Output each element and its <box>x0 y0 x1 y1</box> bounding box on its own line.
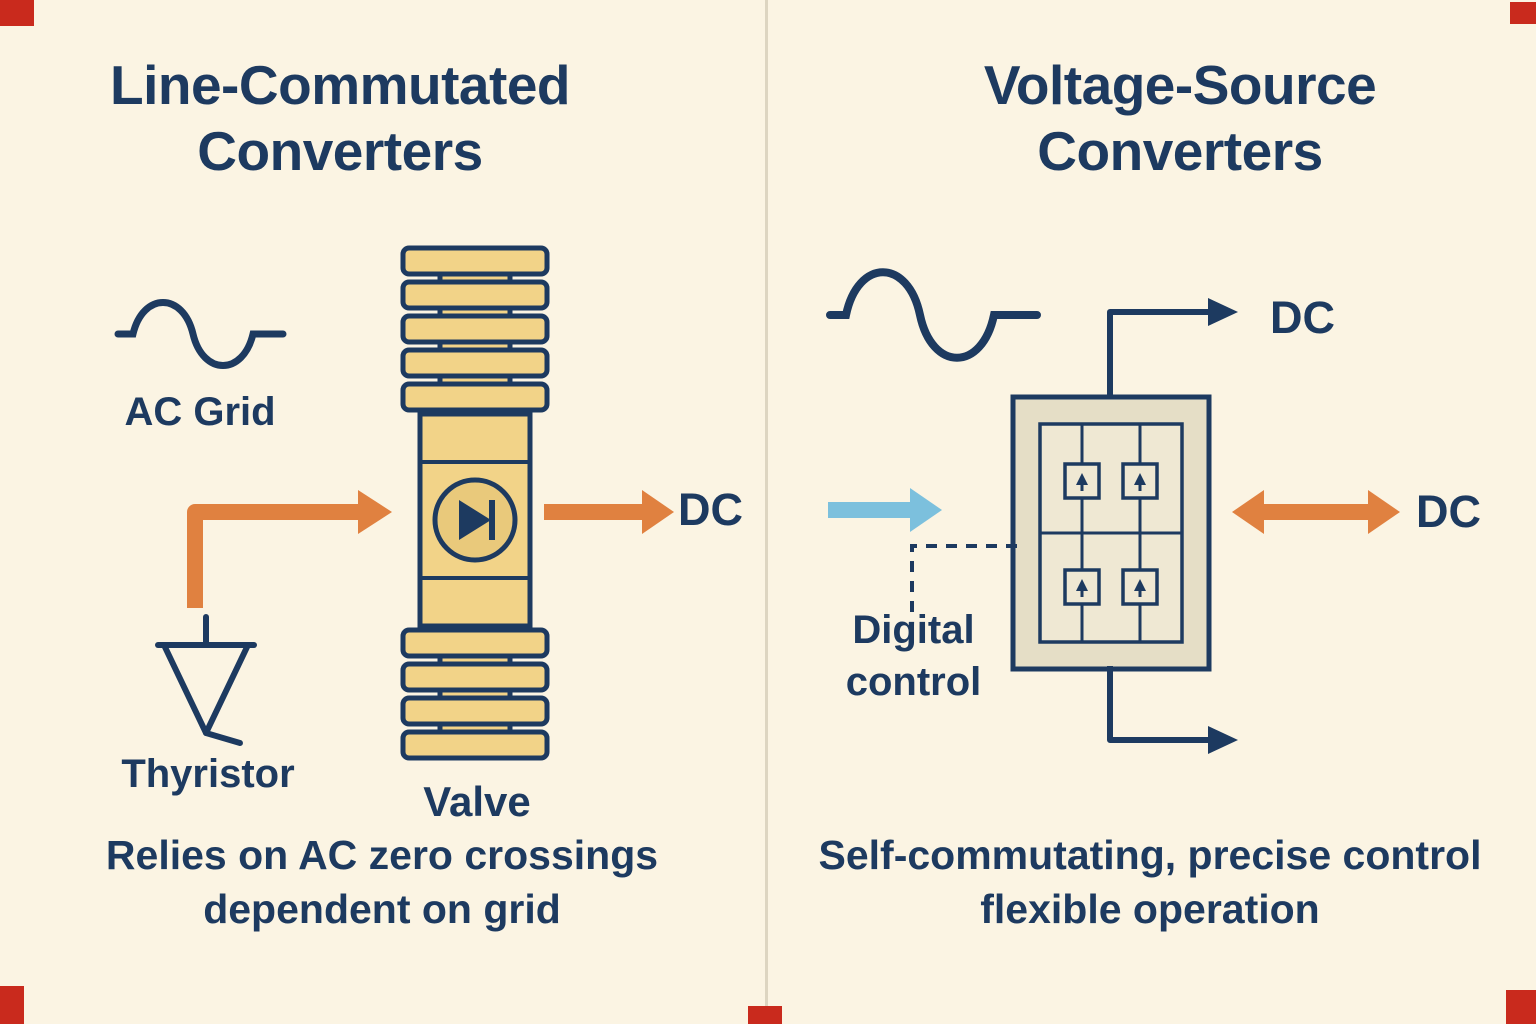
panel-divider <box>765 0 768 1024</box>
valve-stack-icon <box>400 245 550 761</box>
valve-label: Valve <box>423 778 531 825</box>
digital-control-dashed-line-icon <box>910 544 1018 612</box>
dc-top-path-icon <box>1107 298 1238 398</box>
digital-control-label-line1: Digital <box>852 608 975 652</box>
right-caption-line2: flexible operation <box>980 886 1320 933</box>
ac-input-arrow-icon <box>828 488 942 532</box>
digital-control-label: Digital control <box>826 604 1001 708</box>
digital-control-label-line2: control <box>845 660 982 704</box>
thyristor-symbol-icon <box>155 614 257 746</box>
left-panel-title: Line-Commutated Converters <box>50 52 630 184</box>
right-caption: Self-commutating, precise control flexib… <box>788 828 1512 936</box>
right-panel-title-line2: Converters <box>1037 120 1323 182</box>
right-panel-title: Voltage-Source Converters <box>872 52 1488 184</box>
ac-sine-wave-icon <box>826 268 1041 362</box>
right-caption-line1: Self-commutating, precise control <box>818 832 1482 878</box>
print-mark <box>0 986 24 1024</box>
right-dc-side-label: DC <box>1416 486 1481 537</box>
bidirectional-dc-arrow-icon <box>1232 490 1400 534</box>
left-panel-title-line2: Converters <box>197 120 483 182</box>
dc-output-arrow-icon <box>544 490 674 534</box>
print-mark <box>0 0 34 26</box>
print-mark <box>748 1006 782 1024</box>
left-dc-label: DC <box>678 484 743 535</box>
left-caption: Relies on AC zero crossings dependent on… <box>68 828 696 936</box>
left-caption-line2: dependent on grid <box>203 886 561 933</box>
right-panel-title-line1: Voltage-Source <box>983 54 1377 116</box>
right-dc-top-label: DC <box>1270 292 1335 343</box>
left-panel-title-line1: Line-Commutated <box>110 54 571 116</box>
thyristor-label: Thyristor <box>121 752 295 796</box>
vsc-converter-box-icon <box>1010 394 1212 672</box>
ac-grid-label: AC Grid <box>124 390 276 434</box>
dc-bottom-path-icon <box>1107 666 1238 754</box>
ac-input-arrow-icon <box>187 490 392 608</box>
print-mark <box>1510 2 1536 24</box>
left-caption-line1: Relies on AC zero crossings <box>105 832 659 878</box>
print-mark <box>1506 990 1536 1024</box>
ac-sine-wave-icon <box>114 299 287 369</box>
